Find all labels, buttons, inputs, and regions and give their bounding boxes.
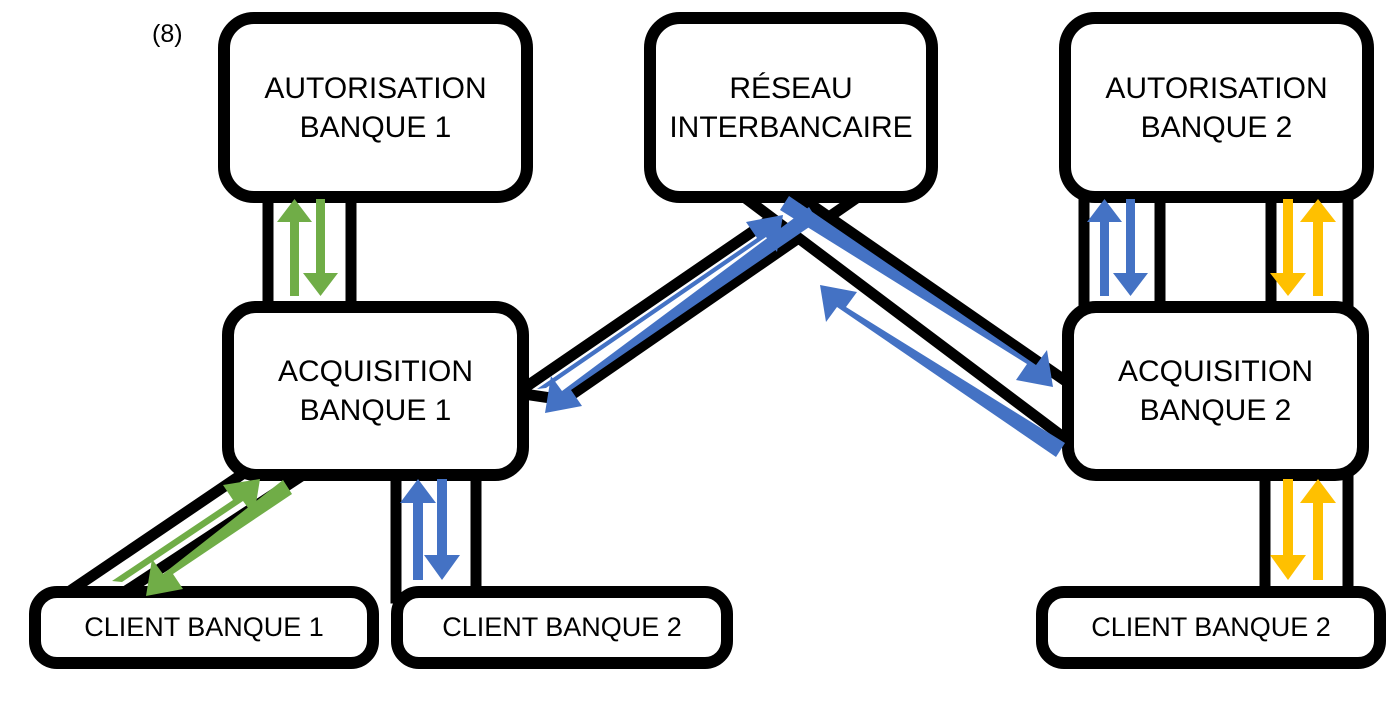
arrow-acquisition2-to-client2-down <box>1270 479 1306 580</box>
arrow-reseau-to-acquisition1-down <box>545 207 818 413</box>
arrow-acquisition1-to-autorisation1-up <box>277 199 312 296</box>
channel-autorisation1-acquisition1 <box>262 184 357 322</box>
channel-autorisation2-acquisition2-middle <box>1154 184 1277 322</box>
arrow-client2-to-acquisition1-up <box>400 479 436 580</box>
node-box-client-banque-2-right[interactable] <box>1036 586 1386 669</box>
channel-acquisition2-client2 <box>1259 464 1354 604</box>
arrow-acquisition1-to-reseau-up <box>537 215 783 389</box>
arrow-acquisition2-to-autorisation2-up <box>1087 199 1122 296</box>
arrow-autorisation2-to-acquisition2-yellow-down <box>1270 199 1306 296</box>
arrow-acquisition2-to-autorisation2-yellow-up <box>1300 199 1336 296</box>
arrow-client2-to-acquisition2-up <box>1300 479 1336 580</box>
node-box-acquisition-banque-2[interactable] <box>1062 301 1369 481</box>
node-box-client-banque-1[interactable] <box>29 586 379 669</box>
node-box-acquisition-banque-1[interactable] <box>222 301 529 481</box>
arrow-autorisation2-to-acquisition2-down <box>1113 199 1148 296</box>
arrow-acquisition1-to-client2-down <box>424 479 460 580</box>
arrow-autorisation1-to-acquisition1-down <box>303 199 338 296</box>
arrow-acquisition2-to-reseau-up <box>820 285 1065 457</box>
node-box-client-banque-2-left[interactable] <box>391 586 733 669</box>
arrow-acquisition1-to-client1-down <box>146 480 292 596</box>
node-box-autorisation-banque-1[interactable] <box>218 12 533 203</box>
channel-acquisition1-client2 <box>390 464 482 604</box>
arrow-client1-to-acquisition1-up <box>112 479 260 582</box>
channel-autorisation2-acquisition2-blue <box>1078 184 1172 322</box>
channel-autorisation2-acquisition2-yellow <box>1259 184 1354 322</box>
figure-caption: (8) <box>152 20 183 48</box>
arrow-reseau-to-acquisition2-down <box>780 196 1053 387</box>
node-box-reseau-interbancaire[interactable] <box>644 12 938 203</box>
node-box-autorisation-banque-2[interactable] <box>1059 12 1374 203</box>
